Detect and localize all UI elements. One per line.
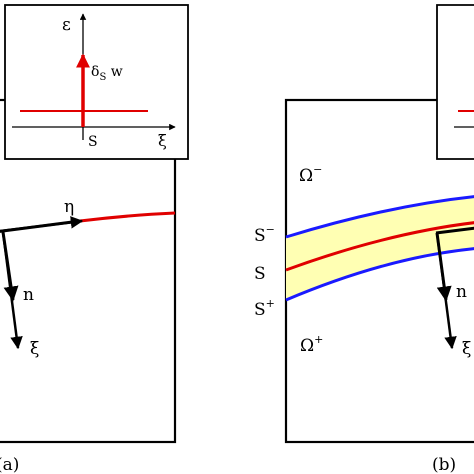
panel-b-s-minus-curve	[285, 195, 474, 239]
panel-b-xi-arrow	[435, 232, 457, 350]
panel-b-s-label: S	[254, 264, 266, 284]
panel-b-caption: (b)	[432, 455, 456, 474]
panel-b-inset-box	[436, 4, 474, 160]
panel-b-n-label: n	[456, 282, 467, 302]
panel-a-eta-arrow	[0, 216, 84, 233]
inset-tick-label: S	[88, 134, 98, 150]
panel-a-caption: (a)	[0, 455, 19, 474]
panel-b-s-minus-label: S−	[254, 223, 275, 246]
panel-a-eta-label: η	[64, 197, 74, 217]
panel-b-region-top-label: Ω−	[299, 163, 322, 186]
panel-b-region-bottom-label: Ω+	[300, 333, 323, 356]
panel-b-xi-label: ξ	[462, 339, 471, 359]
panel-b-band	[286, 196, 474, 300]
panel-b-s-plus-curve	[285, 247, 474, 302]
panel-a-xi-label: ξ	[30, 339, 39, 359]
panel-a-inset: ε ξ S δS w	[4, 4, 189, 160]
panel-b-s-plus-label: S+	[254, 297, 275, 320]
panel-a-inset-box	[4, 4, 189, 160]
panel-b: n ξ Ω− Ω+ S− S S+ (b)	[254, 98, 474, 474]
inset-x-axis-label: ξ	[158, 131, 167, 150]
panel-b-inset	[436, 4, 474, 160]
panel-b-s-curve	[285, 221, 474, 272]
inset-spike-label: δS w	[91, 64, 123, 83]
panel-a-n-label: n	[23, 285, 34, 305]
panel-a-xi-arrow	[1, 231, 23, 350]
inset-y-axis-label: ε	[62, 15, 71, 35]
panel-b-eta-segment	[435, 226, 474, 235]
panel-a-interface-red	[79, 211, 176, 223]
